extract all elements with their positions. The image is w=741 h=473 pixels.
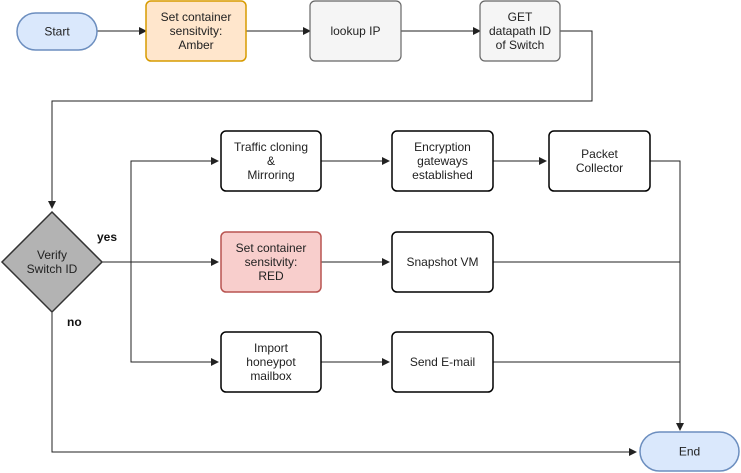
send-email-node[interactable]: Send E-mail xyxy=(391,331,494,393)
lookup-label-line-0: lookup IP xyxy=(330,24,380,38)
encryption-gateways-shape xyxy=(391,130,494,192)
snapshot-label-line-0: Snapshot VM xyxy=(406,255,478,269)
red-label-line-2: RED xyxy=(258,269,284,283)
edges xyxy=(48,27,684,456)
getdpid-label-line-0: GET xyxy=(508,10,533,24)
snapshot-vm-label: Snapshot VM xyxy=(406,255,478,269)
edge-verify-traffic xyxy=(130,157,219,262)
email-label-line-0: Send E-mail xyxy=(410,355,475,369)
no-label: no xyxy=(67,315,82,329)
traffic-label-line-1: & xyxy=(267,154,275,168)
traffic-cloning-shape xyxy=(220,130,322,192)
lookup-ip-shape xyxy=(309,0,402,62)
traffic-label-line-2: Mirroring xyxy=(247,168,294,182)
honeypot-label-line-0: Import xyxy=(254,341,289,355)
verify-switch-shape xyxy=(0,210,104,314)
start-shape xyxy=(16,12,98,51)
start-label-line-0: Start xyxy=(44,25,70,39)
amber-label-line-2: Amber xyxy=(178,38,213,52)
packet-label-line-1: Collector xyxy=(576,161,623,175)
snapshot-vm-shape xyxy=(391,231,494,293)
packet-collector-shape xyxy=(548,130,651,192)
encrypt-label-line-2: established xyxy=(412,168,473,182)
encrypt-label-line-0: Encryption xyxy=(414,140,471,154)
red-label-line-0: Set container xyxy=(236,241,307,255)
yes-label: yes xyxy=(97,230,117,244)
lookup-ip-node[interactable]: lookup IP xyxy=(309,0,402,62)
import-honeypot-shape xyxy=(220,331,322,393)
getdpid-label-line-2: of Switch xyxy=(496,38,545,52)
end-shape xyxy=(639,431,740,472)
traffic-cloning-label: Traffic cloning&Mirroring xyxy=(234,140,308,182)
send-email-shape xyxy=(391,331,494,393)
end-node[interactable]: End xyxy=(639,431,740,472)
honeypot-label-line-2: mailbox xyxy=(250,369,291,383)
encrypt-label-line-1: gateways xyxy=(417,154,468,168)
packet-label-line-0: Packet xyxy=(581,147,618,161)
honeypot-label-line-1: honeypot xyxy=(246,355,296,369)
red-label-line-1: sensitvity: xyxy=(245,255,298,269)
edge-packet-end xyxy=(650,160,684,431)
traffic-label-line-0: Traffic cloning xyxy=(234,140,308,154)
end-label: End xyxy=(679,445,700,459)
lookup-ip-label: lookup IP xyxy=(330,24,380,38)
verify-label-line-1: Switch ID xyxy=(27,262,78,276)
get-datapath-shape xyxy=(479,0,561,62)
set-amber-shape xyxy=(145,0,247,62)
edge-getdpid-verify xyxy=(48,30,593,209)
send-email-label: Send E-mail xyxy=(410,355,475,369)
verify-label-line-0: Verify xyxy=(37,248,67,262)
start-label: Start xyxy=(44,25,70,39)
amber-label-line-0: Set container xyxy=(161,10,232,24)
end-label-line-0: End xyxy=(679,445,700,459)
start-node[interactable]: Start xyxy=(16,12,98,51)
set-red-shape xyxy=(220,231,322,293)
getdpid-label-line-1: datapath ID xyxy=(489,24,551,38)
amber-label-line-1: sensitvity: xyxy=(170,24,223,38)
edge-verify-end-no xyxy=(51,312,637,456)
edge-verify-honeypot xyxy=(130,262,219,366)
snapshot-vm-node[interactable]: Snapshot VM xyxy=(391,231,494,293)
traffic-cloning-node[interactable]: Traffic cloning&Mirroring xyxy=(220,130,322,192)
